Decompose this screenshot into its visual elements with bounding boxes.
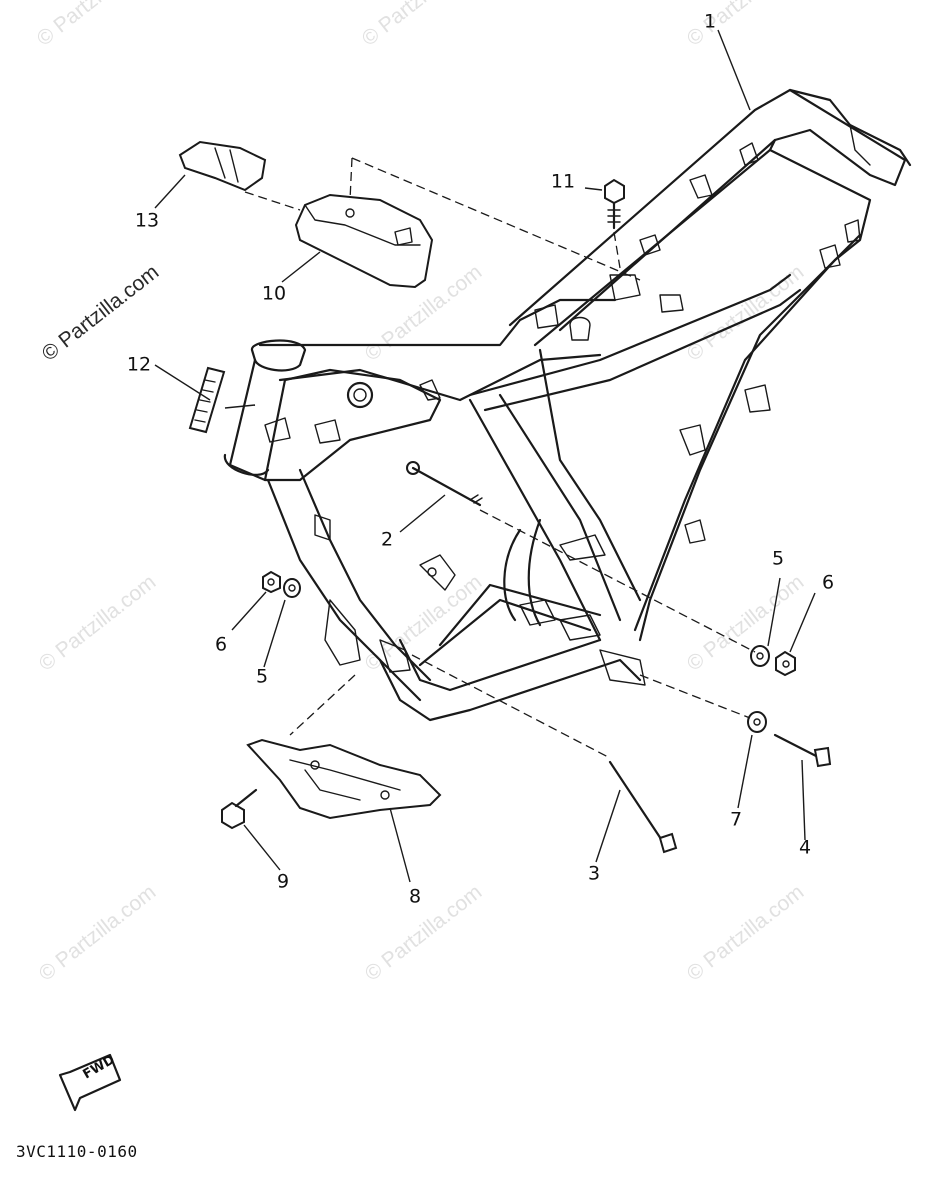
callout-2: 2 xyxy=(380,528,394,551)
guard-13[interactable] xyxy=(178,140,267,192)
callout-11: 11 xyxy=(550,170,576,193)
washer-7[interactable] xyxy=(747,711,767,733)
leader-lines xyxy=(154,29,816,883)
callout-6-left: 6 xyxy=(214,633,228,656)
callout-4: 4 xyxy=(798,836,812,859)
diagram-code: 3VC1110-0160 xyxy=(16,1142,138,1161)
callout-12: 12 xyxy=(126,353,152,376)
callout-6-right: 6 xyxy=(821,571,835,594)
engine-mount-bolt-3[interactable] xyxy=(608,760,678,854)
callout-10: 10 xyxy=(261,282,287,305)
forward-arrow-icon xyxy=(58,1053,122,1112)
callout-1: 1 xyxy=(703,10,717,33)
callout-5-right: 5 xyxy=(771,547,785,570)
callout-9: 9 xyxy=(276,870,290,893)
callout-7: 7 xyxy=(729,808,743,831)
assembly-lines xyxy=(244,157,756,759)
callout-8: 8 xyxy=(408,885,422,908)
cover-10[interactable] xyxy=(294,193,434,289)
engine-mount-bolt-2[interactable] xyxy=(406,461,483,507)
bolt-4[interactable] xyxy=(773,733,832,768)
nut-6-left[interactable] xyxy=(262,570,281,594)
nut-6-right[interactable] xyxy=(775,650,796,677)
washer-5-left[interactable] xyxy=(283,578,301,598)
washer-5-right[interactable] xyxy=(750,645,770,667)
callout-3: 3 xyxy=(587,862,601,885)
skid-plate-8[interactable] xyxy=(246,738,442,820)
callout-13: 13 xyxy=(134,209,160,232)
label-12[interactable] xyxy=(188,366,226,434)
bolt-11[interactable] xyxy=(604,178,625,230)
bolt-9[interactable] xyxy=(221,788,258,830)
callout-5-left: 5 xyxy=(255,665,269,688)
main-frame[interactable] xyxy=(223,88,912,722)
